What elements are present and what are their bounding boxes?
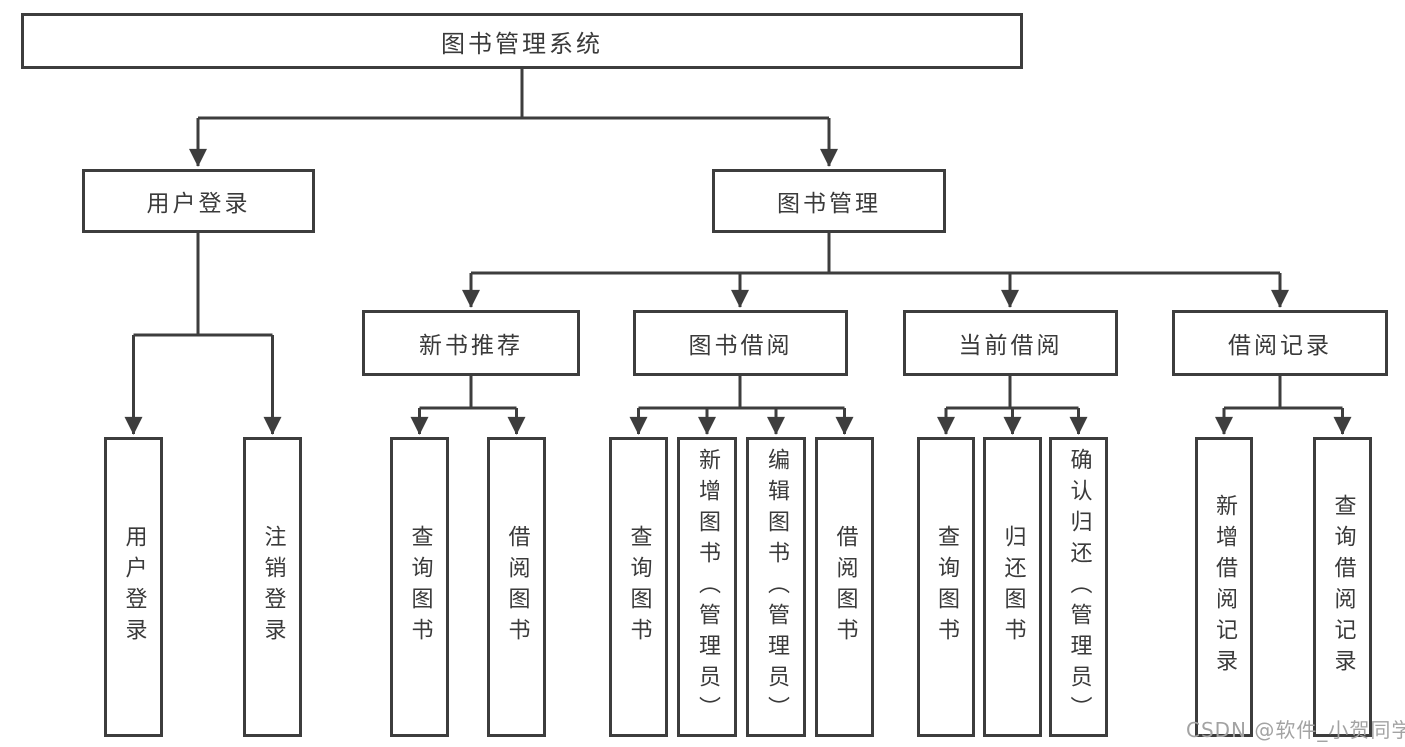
leaf-label: 注销登录 (260, 525, 286, 649)
leaf-add-borrow-record: 新增借阅记录 (1195, 437, 1253, 737)
leaf-return-books: 归还图书 (983, 437, 1042, 737)
leaf-label: 归还图书 (1000, 525, 1026, 649)
leaf-label: 新增借阅记录 (1212, 494, 1237, 680)
leaf-query-borrow-record: 查询借阅记录 (1313, 437, 1372, 737)
leaf-label: 新增图书（管理员） (695, 447, 720, 727)
leaf-label: 借阅图书 (504, 525, 530, 649)
csdn-watermark: CSDN @软件_小贺同学 (1186, 718, 1405, 742)
leaf-label: 用户登录 (121, 525, 147, 649)
node-root-system: 图书管理系统 (21, 13, 1023, 69)
leaf-borrow-books-recommend: 借阅图书 (487, 437, 546, 737)
node-book-borrow: 图书借阅 (633, 310, 848, 376)
node-borrow-records: 借阅记录 (1172, 310, 1388, 376)
leaf-borrow-books: 借阅图书 (815, 437, 874, 737)
leaf-label: 查询图书 (934, 525, 959, 649)
leaf-label: 借阅图书 (832, 525, 858, 649)
connector-current-stem (946, 376, 1079, 410)
node-new-book-recommend: 新书推荐 (362, 310, 580, 376)
leaf-query-books-borrow: 查询图书 (609, 437, 668, 737)
node-user-login: 用户登录 (82, 169, 315, 233)
leaf-confirm-return-admin: 确认归还（管理员） (1049, 437, 1108, 737)
leaf-label: 编辑图书（管理员） (764, 447, 789, 727)
leaf-edit-book-admin: 编辑图书（管理员） (746, 437, 806, 737)
connector-user-stem (133, 233, 273, 337)
leaf-label: 确认归还（管理员） (1066, 447, 1092, 727)
leaf-logout: 注销登录 (243, 437, 302, 737)
leaf-query-books-current: 查询图书 (917, 437, 975, 737)
leaf-label: 查询借阅记录 (1330, 494, 1356, 680)
leaf-add-book-admin: 新增图书（管理员） (677, 437, 737, 737)
leaf-user-login: 用户登录 (104, 437, 163, 737)
leaf-label: 查询图书 (407, 525, 433, 649)
leaf-query-books-recommend: 查询图书 (390, 437, 449, 737)
node-book-management: 图书管理 (712, 169, 946, 233)
connector-recommend-stem (419, 376, 517, 410)
connector-borrow-stem (638, 376, 845, 410)
leaf-label: 查询图书 (626, 525, 652, 649)
connector-records-stem (1224, 376, 1343, 410)
connector-root-stem (198, 69, 829, 120)
connector-bookmgmt-stem (471, 233, 1280, 275)
node-current-borrow: 当前借阅 (903, 310, 1118, 376)
